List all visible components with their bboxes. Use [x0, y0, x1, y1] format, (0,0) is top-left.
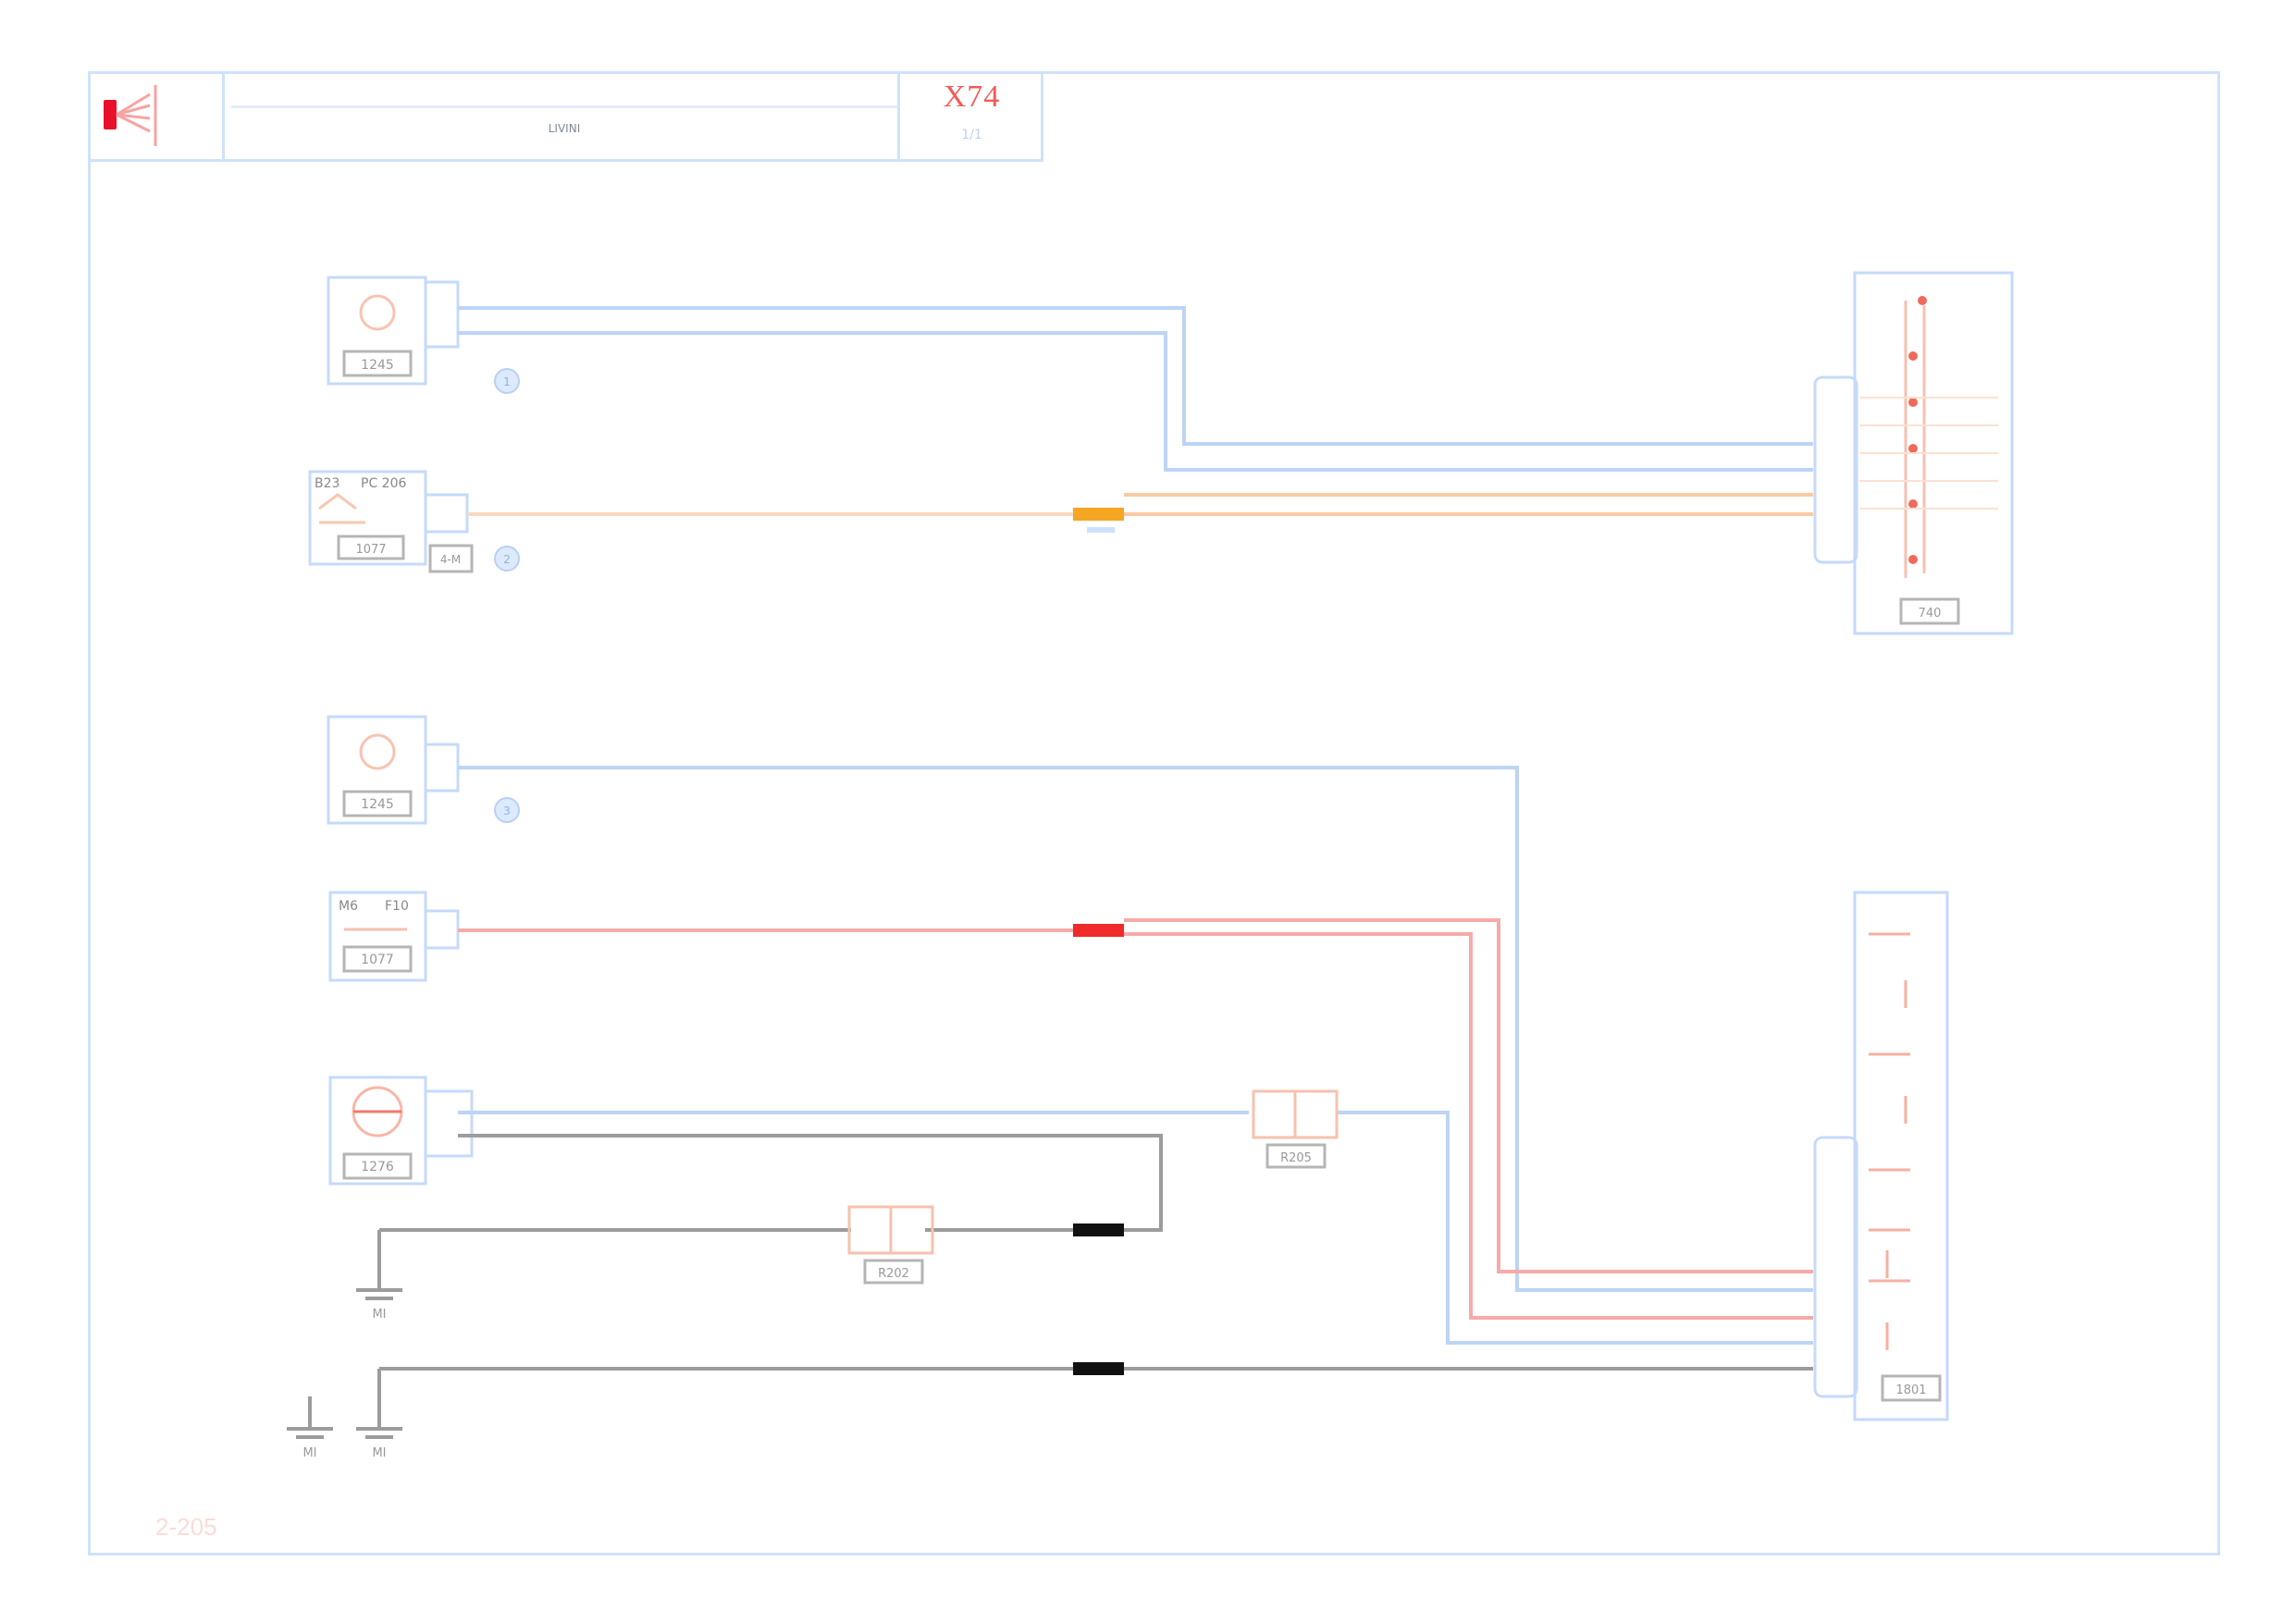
title-row-line [231, 105, 897, 108]
module-2[interactable]: M6 F10 1077 [328, 891, 460, 982]
wire-group-middle [377, 766, 1813, 1429]
sensor-1-badge: 1 [503, 375, 511, 388]
logo-cell [91, 74, 225, 159]
sensor-2-code: 1245 [361, 797, 394, 812]
module-1-sub: 4-M [440, 553, 461, 566]
relay-box-bottom-code: 1801 [1895, 1383, 1926, 1397]
splice-orange [1073, 508, 1124, 521]
motor[interactable]: 1276 [328, 1076, 474, 1186]
manufacturer-logo-icon [104, 85, 157, 146]
module-1[interactable]: B23 PC 206 1077 4-M 2 [308, 470, 520, 573]
diagram-code: X74 [943, 80, 1001, 114]
sensor-1-code: 1245 [361, 358, 394, 373]
title-divider [897, 74, 900, 159]
badge-1-icon [494, 368, 520, 394]
diagram-title: LIVINI [548, 122, 581, 135]
relay-box-bottom[interactable]: 1801 [1813, 891, 1949, 1421]
page-number: 2-205 [155, 1513, 217, 1541]
sensor-2-badge: 3 [503, 805, 511, 818]
splice-red [1073, 924, 1124, 937]
module-1-code: 1077 [355, 543, 386, 557]
relay-box-top[interactable]: 740 [1813, 271, 2014, 635]
interconnect-2[interactable]: R202 [847, 1205, 934, 1285]
module-2-code: 1077 [361, 953, 394, 967]
splice-black-2 [1073, 1362, 1124, 1375]
badge-3-icon [494, 797, 520, 823]
badge-2-icon [494, 546, 520, 572]
module-2-label-a: M6 [339, 899, 358, 914]
wire-group-top [458, 306, 1813, 516]
drawing-frame [88, 71, 2220, 1555]
module-1-label-a: B23 [315, 476, 339, 491]
motor-code: 1276 [361, 1160, 394, 1174]
ground-3-code: MI [302, 1446, 316, 1460]
sensor-1[interactable]: 1245 1 [327, 276, 520, 394]
ground-3 [287, 1396, 333, 1439]
module-1-badge: 2 [503, 553, 511, 566]
splice-orange-label [1087, 527, 1115, 533]
ground-1-code: MI [372, 1308, 386, 1322]
interconnect-2-code: R202 [878, 1267, 909, 1281]
ground-1 [356, 1288, 402, 1300]
ground-2-code: MI [372, 1446, 386, 1460]
relay-box-top-code: 740 [1919, 607, 1942, 621]
diagram-sheet-number: 1/1 [961, 128, 982, 142]
sensor-2[interactable]: 1245 3 [327, 715, 520, 825]
interconnect-1[interactable]: R205 [1252, 1089, 1339, 1169]
title-block: LIVINI X74 1/1 [91, 74, 1043, 162]
splice-black-1 [1073, 1223, 1124, 1236]
module-1-label-b: PC 206 [361, 476, 406, 491]
interconnect-1-code: R205 [1280, 1151, 1312, 1165]
ground-2 [356, 1427, 402, 1439]
module-2-label-b: F10 [385, 899, 409, 914]
